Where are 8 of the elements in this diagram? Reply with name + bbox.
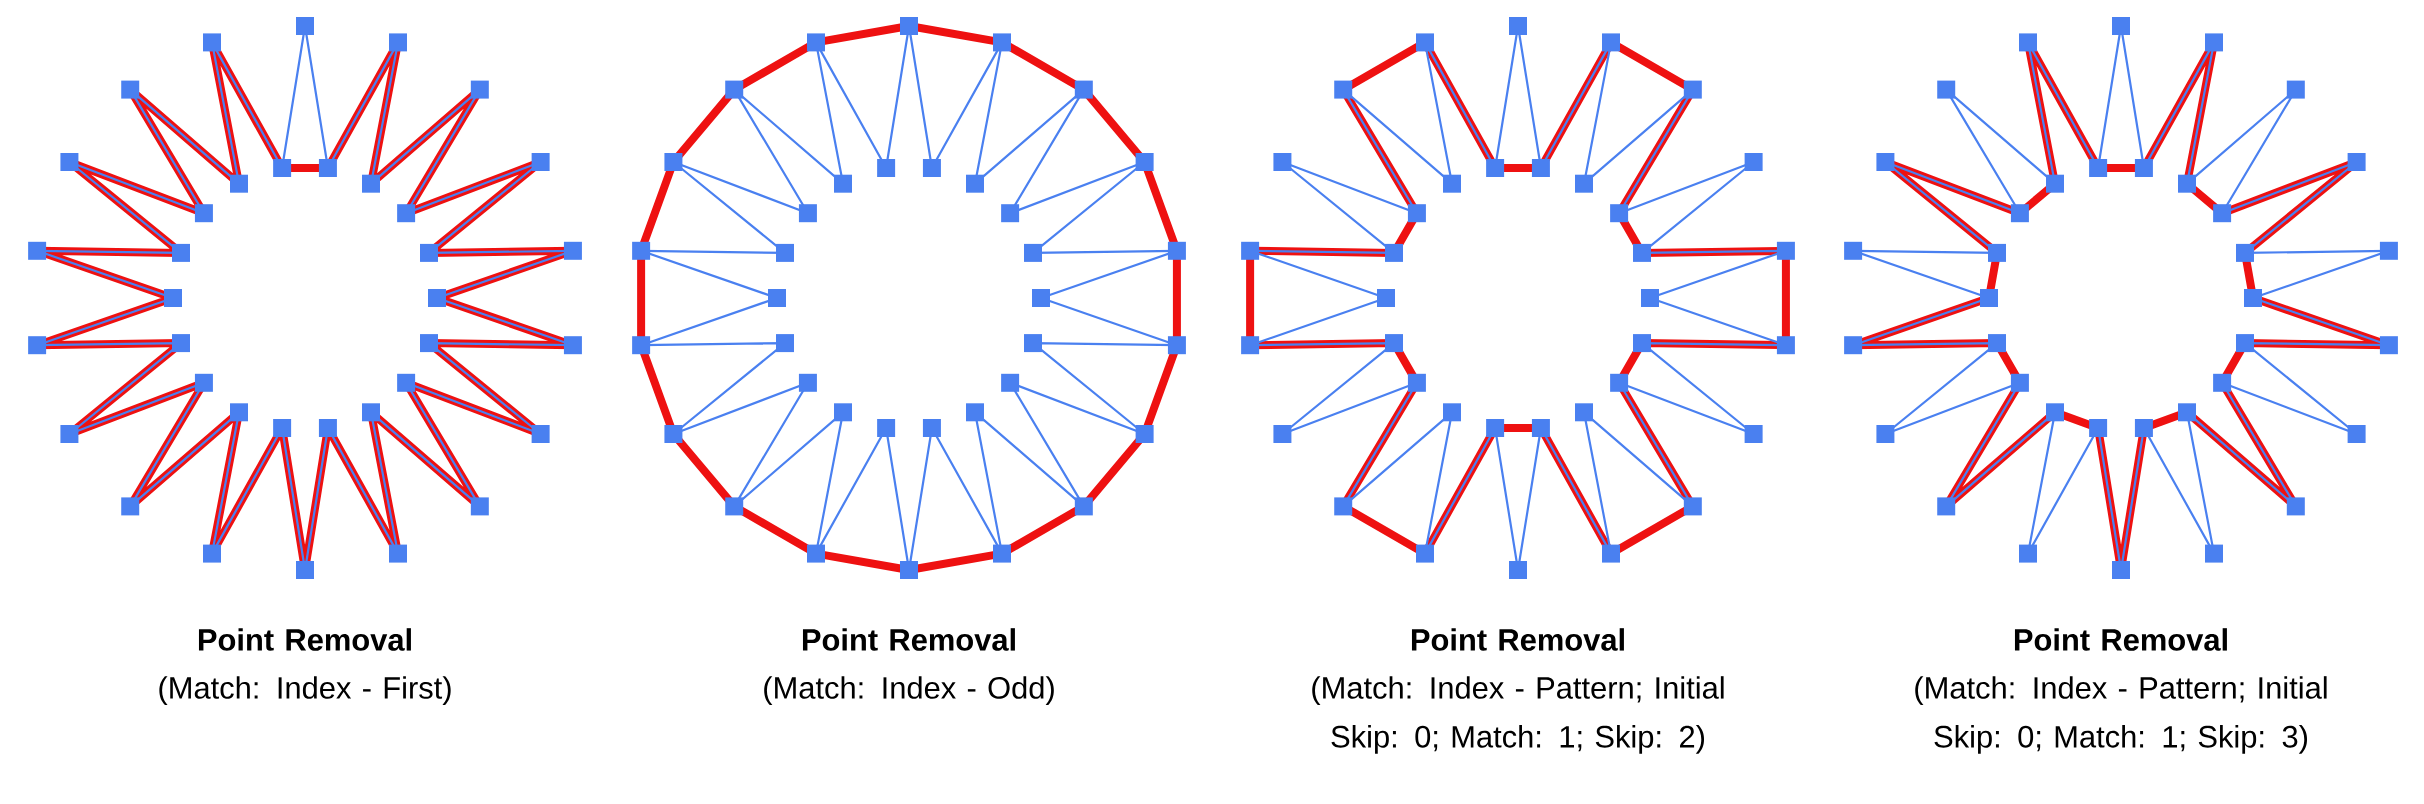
caption-text: (Match: Index - Odd) bbox=[764, 676, 1054, 705]
caption-title: Point Removal bbox=[198, 628, 411, 651]
caption-title: Point Removal bbox=[1411, 628, 1624, 651]
caption-text: (Match: Index - First) bbox=[159, 676, 451, 705]
caption-text: (Match: Index - Pattern; Initial Skip: 0; Match: 1; Skip: 3) bbox=[1915, 676, 2327, 754]
caption-title: Point Removal bbox=[2014, 628, 2227, 651]
caption-title: Point Removal bbox=[802, 628, 1015, 651]
caption-text: (Match: Index - Pattern; Initial Skip: 0; Match: 1; Skip: 2) bbox=[1312, 676, 1724, 754]
